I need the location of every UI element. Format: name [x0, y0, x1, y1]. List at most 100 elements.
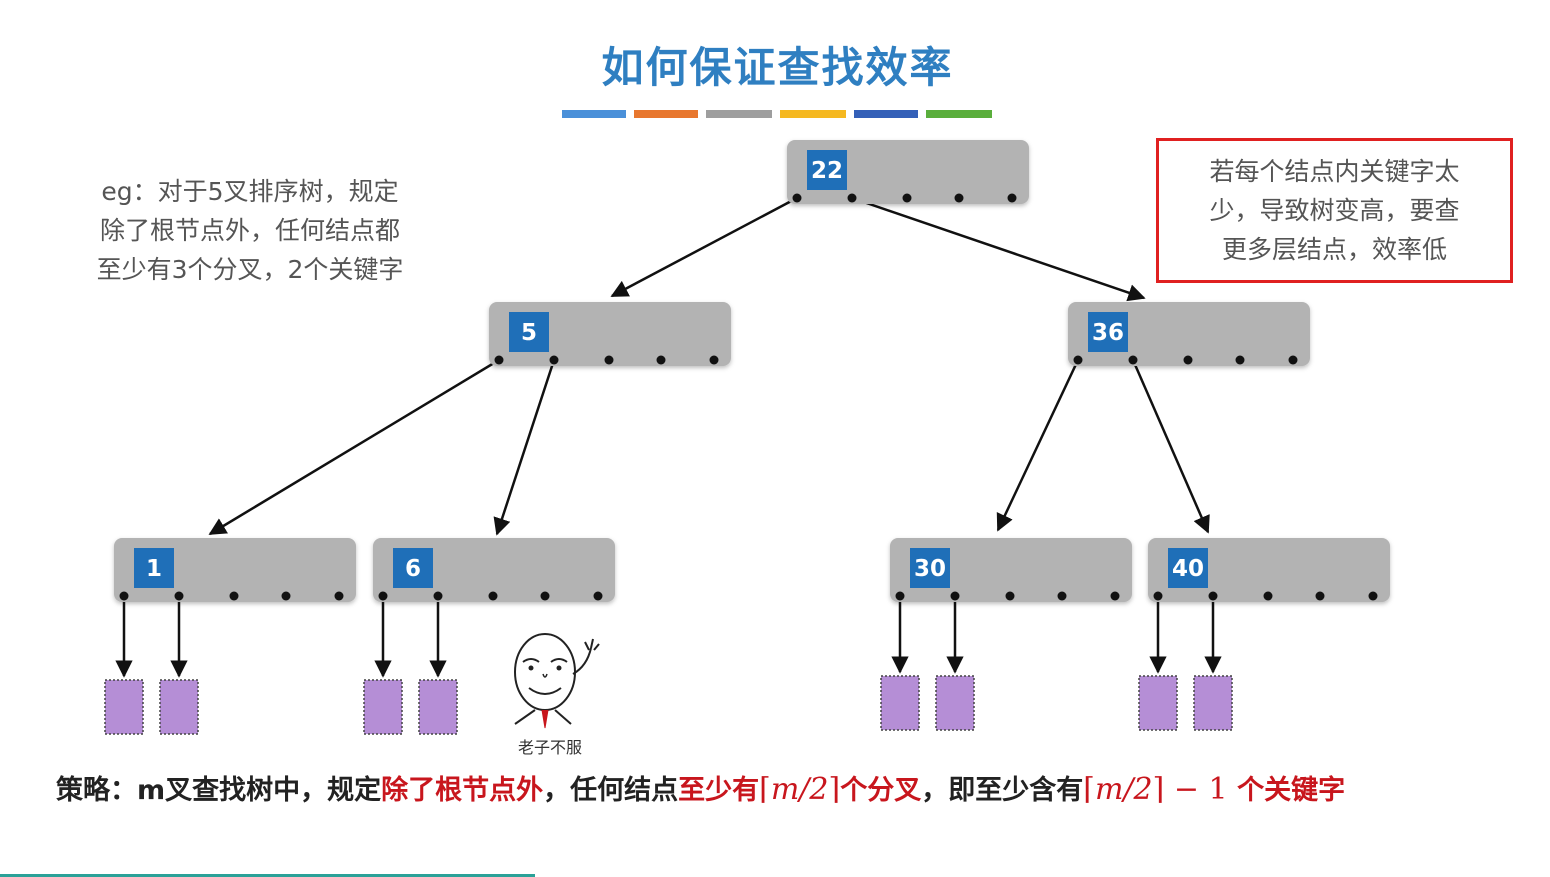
node-box	[890, 538, 1132, 602]
strategy-prefix: 策略：m叉查找树中，规定	[56, 775, 382, 806]
leaf-node	[104, 679, 144, 735]
node-box	[1148, 538, 1390, 602]
pointer-dot	[1263, 591, 1273, 601]
leaf-node	[1193, 675, 1233, 731]
node-box	[373, 538, 615, 602]
pointer-dot	[1057, 591, 1067, 601]
note-line: 若每个结点内关键字太	[1209, 157, 1460, 186]
strategy-mid: ，任何结点	[543, 775, 679, 806]
note-line: 更多层结点，效率低	[1221, 235, 1447, 264]
node-key: 6	[405, 556, 421, 582]
pointer-dot	[1368, 591, 1378, 601]
pointer-dot	[281, 591, 291, 601]
leaf-node	[880, 675, 920, 731]
strategy-minus: − 1	[1164, 772, 1238, 807]
note-line: 少，导致树变高，要查	[1209, 196, 1460, 225]
node-box	[787, 140, 1029, 204]
leaf-node	[363, 679, 403, 735]
pointer-dot	[549, 355, 559, 365]
pointer-dot	[1007, 193, 1017, 203]
node-box	[1068, 302, 1310, 366]
tree-edge	[996, 359, 1080, 532]
tree-node: 1	[114, 538, 356, 602]
tree-edge	[208, 358, 500, 536]
node-key: 5	[521, 320, 537, 346]
pointer-dot	[954, 193, 964, 203]
color-bar-segment	[634, 110, 698, 118]
example-text: eg：对于5叉排序树，规定 除了根节点外，任何结点都 至少有3个分叉，2个关键字	[70, 172, 430, 289]
color-bar-segment	[780, 110, 846, 118]
pointer-dot	[494, 355, 504, 365]
strategy-text: 策略：m叉查找树中，规定除了根节点外，任何结点至少有⌈m/2⌉个分叉，即至少含有…	[56, 768, 1550, 807]
node-key: 1	[146, 556, 162, 582]
note-text: 若每个结点内关键字太 少，导致树变高，要查 更多层结点，效率低	[1185, 152, 1485, 269]
tree-node: 22	[787, 140, 1029, 204]
tree-edge	[851, 196, 1146, 302]
node-key: 36	[1092, 320, 1124, 346]
pointer-dot	[334, 591, 344, 601]
strategy-highlight-atleast: 至少有	[678, 775, 760, 806]
color-bar-segment	[706, 110, 772, 118]
node-key-box	[509, 312, 549, 352]
pointer-dot	[709, 355, 719, 365]
strategy-mid: ，即至少含有	[921, 775, 1084, 806]
pointer-dot	[902, 193, 912, 203]
bottom-divider	[0, 874, 535, 877]
example-line: 除了根节点外，任何结点都	[99, 216, 400, 245]
edges-layer	[115, 196, 1222, 678]
tree-node: 40	[1148, 538, 1390, 602]
leaf-node	[159, 679, 199, 735]
pointer-dot	[1073, 355, 1083, 365]
node-box	[489, 302, 731, 366]
pointer-dot	[488, 591, 498, 601]
nodes-layer: 22 5 36 1 6 30 40	[114, 140, 1390, 602]
node-key-box	[807, 150, 847, 190]
tree-node: 6	[373, 538, 615, 602]
page-title: 如何保证查找效率	[601, 43, 954, 92]
tree-node: 36	[1068, 302, 1310, 366]
pointer-dot	[174, 591, 184, 601]
pointer-dot	[1128, 355, 1138, 365]
leaf-node	[418, 679, 458, 735]
pointer-dot	[1110, 591, 1120, 601]
tree-edge	[1131, 359, 1210, 534]
pointer-dot	[1005, 591, 1015, 601]
pointer-dot	[604, 355, 614, 365]
strategy-highlight-root: 除了根节点外	[381, 775, 544, 806]
meme-caption: 老子不服	[517, 738, 582, 757]
pointer-dot	[229, 591, 239, 601]
pointer-dot	[1153, 591, 1163, 601]
leaf-node	[1138, 675, 1178, 731]
color-bar-segment	[562, 110, 626, 118]
pointer-dot	[847, 193, 857, 203]
pointer-dot	[433, 591, 443, 601]
pointer-dot	[895, 591, 905, 601]
ceil-left-icon: ⌈	[1083, 772, 1095, 807]
node-key: 30	[914, 556, 946, 582]
node-key-box	[1088, 312, 1128, 352]
node-key: 40	[1172, 556, 1204, 582]
pointer-dot	[593, 591, 603, 601]
ceil-right-icon: ⌉	[1152, 772, 1165, 807]
node-key: 22	[811, 158, 843, 184]
pointer-dot	[1288, 355, 1298, 365]
meme-face-icon	[514, 633, 600, 729]
example-line: eg：对于5叉排序树，规定	[101, 177, 399, 206]
strategy-branches: 个分叉	[840, 775, 922, 806]
pointer-dot	[792, 193, 802, 203]
node-key-box	[134, 548, 174, 588]
strategy-suffix: 个关键字	[1237, 775, 1346, 806]
leaves-layer	[104, 675, 1233, 735]
tree-edge	[610, 196, 798, 298]
ceil-left-icon: ⌈	[759, 772, 771, 807]
color-bar-segment	[854, 110, 918, 118]
pointer-dot	[1315, 591, 1325, 601]
node-key-box	[910, 548, 950, 588]
pointer-dot	[378, 591, 388, 601]
node-box	[114, 538, 356, 602]
node-key-box	[393, 548, 433, 588]
strategy-formula: m/2	[1094, 772, 1153, 807]
tree-node: 30	[890, 538, 1132, 602]
leaf-node	[935, 675, 975, 731]
